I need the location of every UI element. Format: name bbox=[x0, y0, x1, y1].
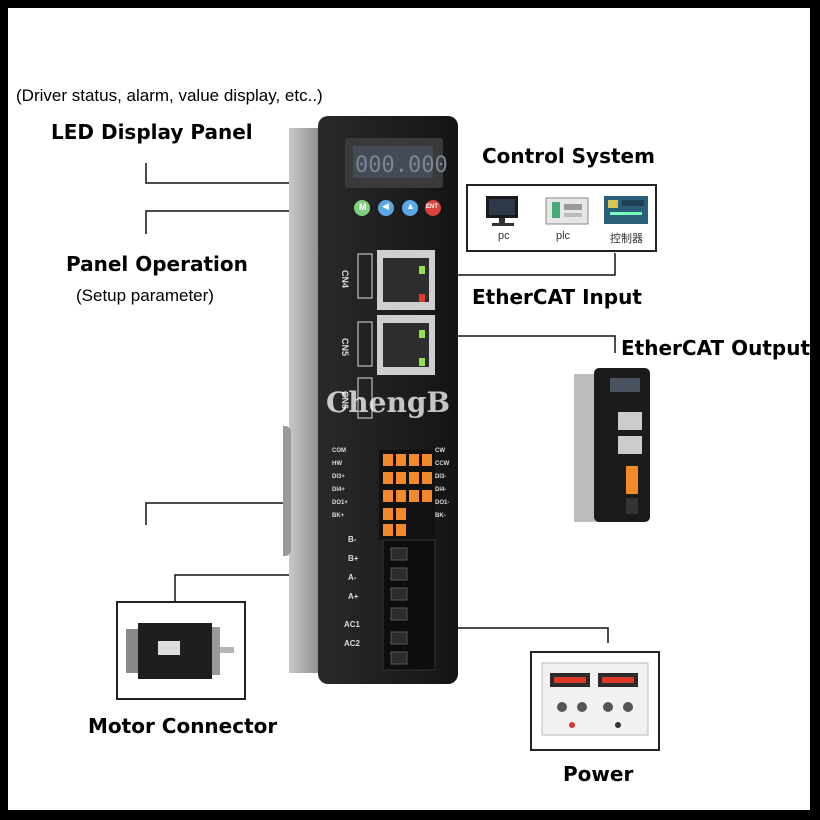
pin-ac2: AC2 bbox=[344, 639, 361, 648]
status-note: (Driver status, alarm, value display, et… bbox=[16, 86, 323, 105]
led-panel-label: LED Display Panel bbox=[51, 120, 253, 144]
control-system-label: Control System bbox=[482, 144, 655, 168]
setup-parameter-label: (Setup parameter) bbox=[76, 286, 214, 305]
motor-pin-labels: B- B+ A- A+ bbox=[348, 530, 358, 606]
power-box bbox=[530, 651, 660, 751]
pin-ap: A+ bbox=[348, 592, 359, 601]
ethercat-output-device bbox=[574, 368, 650, 522]
right-pin-labels: CW CCW DI3- DI4- DO1- BK- bbox=[435, 445, 449, 523]
output-line bbox=[418, 335, 616, 353]
pin-do1m: DO1- bbox=[435, 500, 450, 506]
panel-line bbox=[145, 210, 353, 234]
pin-hw: HW bbox=[332, 461, 342, 467]
led-display-readout: 000.000 bbox=[355, 153, 448, 178]
left-pin-labels: COM HW DI3+ DI4+ DO1+ BK+ bbox=[332, 445, 348, 523]
motor-box bbox=[116, 601, 246, 700]
pin-ccw: CCW bbox=[435, 461, 450, 467]
port-cn5: CN5 bbox=[340, 338, 350, 357]
button-ent[interactable]: ENT bbox=[426, 204, 438, 210]
ethercat-input-label: EtherCAT Input bbox=[472, 285, 642, 309]
device-label-plc: plc bbox=[556, 230, 571, 242]
stepper-motor-icon bbox=[126, 623, 234, 679]
diagram-frame: (Driver status, alarm, value display, et… bbox=[8, 8, 810, 810]
controller-icon bbox=[604, 196, 648, 224]
ac-pin-labels: AC1 AC2 bbox=[344, 615, 360, 653]
button-up[interactable]: ▲ bbox=[406, 201, 415, 211]
watermark: ChengB bbox=[326, 386, 451, 419]
led-line bbox=[145, 163, 353, 184]
pin-di4m: DI4- bbox=[435, 487, 447, 493]
pin-do1p: DO1+ bbox=[332, 500, 348, 506]
pin-am: A- bbox=[348, 573, 357, 582]
panel-operation-label: Panel Operation bbox=[66, 252, 248, 276]
power-label: Power bbox=[563, 762, 634, 786]
input-line bbox=[418, 253, 616, 276]
pin-com: COM bbox=[332, 448, 346, 454]
pin-bkp: BK+ bbox=[332, 513, 345, 519]
power-supply-icon bbox=[541, 662, 649, 736]
plc-icon bbox=[545, 197, 589, 225]
pin-di3p: DI3+ bbox=[332, 474, 345, 480]
pin-bm: B- bbox=[348, 535, 357, 544]
pc-icon bbox=[486, 196, 518, 226]
port-cn4: CN4 bbox=[340, 270, 350, 289]
control-system-box: pc plc 控制器 bbox=[466, 184, 657, 252]
button-left[interactable]: ◀ bbox=[382, 201, 389, 211]
servo-driver bbox=[283, 116, 458, 684]
ethercat-output-label: EtherCAT Output bbox=[621, 336, 810, 360]
motor-connector-label: Motor Connector bbox=[88, 714, 278, 738]
device-label-pc: pc bbox=[498, 230, 510, 242]
connector-lines bbox=[145, 163, 616, 643]
button-m[interactable]: M bbox=[359, 202, 367, 212]
pin-cw: CW bbox=[435, 448, 445, 454]
pin-bkm: BK- bbox=[435, 513, 446, 519]
pin-di3m: DI3- bbox=[435, 474, 447, 480]
power-line bbox=[393, 627, 609, 643]
pin-bp: B+ bbox=[348, 554, 359, 563]
pin-ac1: AC1 bbox=[344, 620, 361, 629]
device-label-controller: 控制器 bbox=[610, 233, 643, 245]
pin-di4p: DI4+ bbox=[332, 487, 345, 493]
